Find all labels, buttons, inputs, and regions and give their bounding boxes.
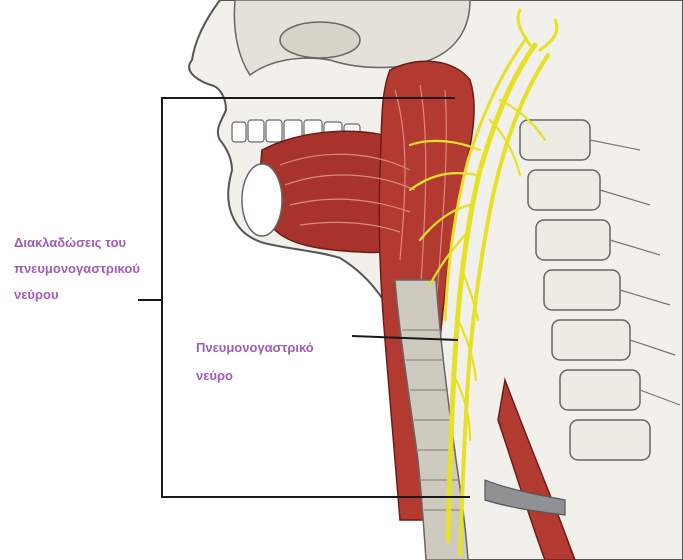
- branches-label: Διακλαδώσεις του πνευμονογαστρικού νεύρο…: [14, 230, 140, 308]
- nasal-cavity: [280, 22, 360, 58]
- vagus-label-bg: [256, 282, 348, 326]
- vagus-label-line-1: Πνευμονογαστρικό: [196, 334, 314, 362]
- branches-label-line-3: νεύρου: [14, 282, 140, 308]
- branches-label-line-1: Διακλαδώσεις του: [14, 230, 140, 256]
- vagus-label-line-2: νεύρο: [196, 362, 314, 390]
- branches-label-bg: [22, 310, 134, 372]
- vagus-label: Πνευμονογαστρικό νεύρο: [196, 334, 314, 390]
- submandibular-gland: [242, 164, 282, 236]
- branches-label-line-2: πνευμονογαστρικού: [14, 256, 140, 282]
